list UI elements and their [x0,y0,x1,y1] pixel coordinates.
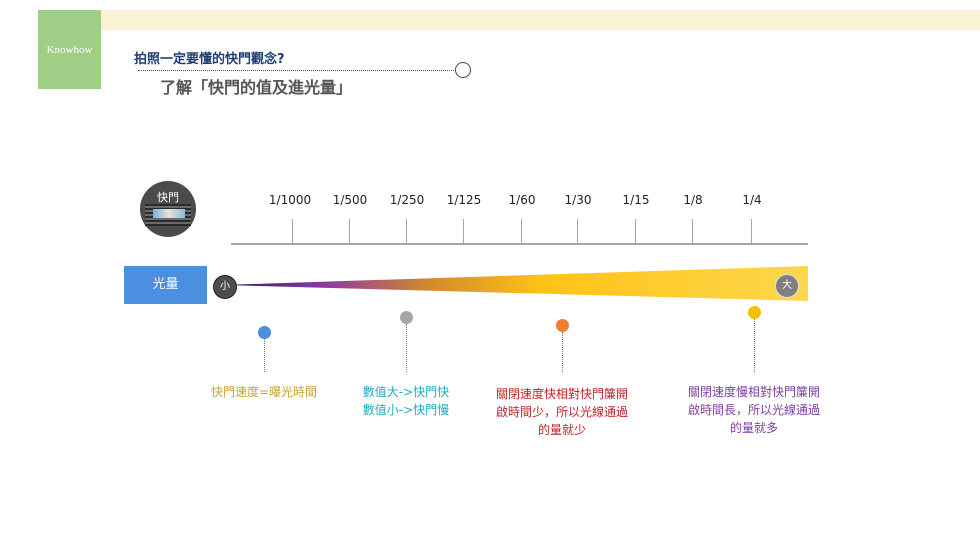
note-connector [406,324,407,372]
note-line: 的量就少 [537,423,586,437]
title-divider [138,70,456,71]
note-marker-dot [258,326,271,339]
note-line: 啟時間長，所以光線通過 [687,403,820,417]
shutter-scale-axis [231,243,808,245]
note-line: 數值小->快門慢 [362,403,450,417]
scale-tick [349,219,350,244]
note-line: 關閉速度慢相對快門簾開 [687,385,820,399]
note-line: 關閉速度快相對快門簾開 [495,387,628,401]
shutter-value-label: 1/500 [332,193,368,207]
note-marker-dot [556,319,569,332]
scale-tick [577,219,578,244]
shutter-value-label: 1/250 [389,193,425,207]
scale-tick [521,219,522,244]
explanation-note: 數值大->快門快數值小->快門慢 [363,383,449,419]
shutter-value-label: 1/4 [742,193,762,207]
shutter-value-label: 1/15 [622,193,650,207]
note-line: 快門速度=曝光時間 [210,385,318,399]
divider-end-circle [455,62,471,78]
light-amount-label: 光量 [124,266,207,304]
page-subtitle: 了解「快門的值及進光量」 [160,78,353,97]
scale-tick [635,219,636,244]
note-marker-dot [400,311,413,324]
note-line: 啟時間少，所以光線通過 [495,405,628,419]
scale-tick [751,219,752,244]
explanation-note: 快門速度=曝光時間 [211,383,317,401]
note-line: 的量就多 [729,421,778,435]
shutter-value-label: 1/125 [446,193,482,207]
explanation-note: 關閉速度快相對快門簾開啟時間少，所以光線通過的量就少 [496,385,628,439]
shutter-light [153,209,185,218]
shutter-value-label: 1/1000 [268,193,312,207]
scale-tick [692,219,693,244]
scale-tick [406,219,407,244]
explanation-note: 關閉速度慢相對快門簾開啟時間長，所以光線通過的量就多 [688,383,820,437]
small-indicator: 小 [213,275,237,299]
note-marker-dot [748,306,761,319]
shutter-value-label: 1/60 [508,193,536,207]
note-connector [264,339,265,372]
light-amount-wedge [222,266,808,301]
scale-tick [292,219,293,244]
note-line: 數值大->快門快 [362,385,450,399]
top-banner [101,10,980,30]
shutter-label: 快門 [157,191,179,204]
shutter-value-label: 1/8 [683,193,703,207]
knowhow-tag: Knowhow [38,10,101,89]
scale-tick [463,219,464,244]
page-title: 拍照一定要懂的快門觀念? [134,52,285,67]
note-connector [754,319,755,372]
shutter-value-label: 1/30 [564,193,592,207]
note-connector [562,332,563,372]
big-indicator: 大 [775,274,799,298]
